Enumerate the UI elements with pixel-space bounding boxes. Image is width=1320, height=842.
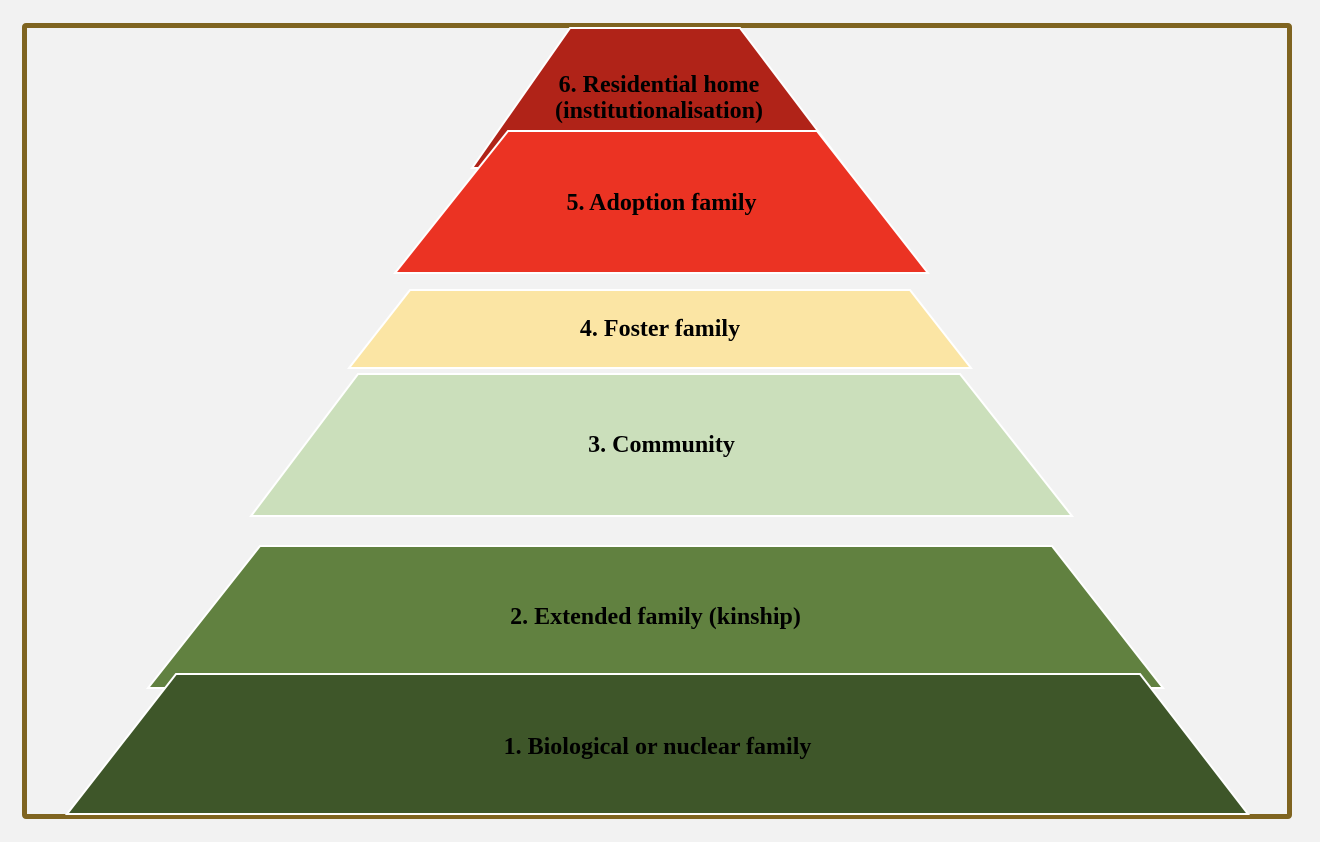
- level-community: [248, 373, 1075, 517]
- level-label-adoption-family: 5. Adoption family: [566, 190, 756, 216]
- level-label-foster-family: 4. Foster family: [580, 316, 740, 342]
- level-foster-family: [346, 289, 974, 369]
- level-label-residential-home-line-2: (institutionalisation): [555, 98, 763, 124]
- level-extended-family: [145, 545, 1166, 689]
- level-label-residential-home-line-1: 6. Residential home: [559, 72, 760, 98]
- level-label-extended-family: 2. Extended family (kinship): [510, 604, 801, 630]
- level-label-biological-family: 1. Biological or nuclear family: [504, 734, 812, 760]
- level-adoption-family: [392, 130, 931, 274]
- level-biological-family: [64, 673, 1251, 815]
- level-label-community: 3. Community: [588, 432, 735, 458]
